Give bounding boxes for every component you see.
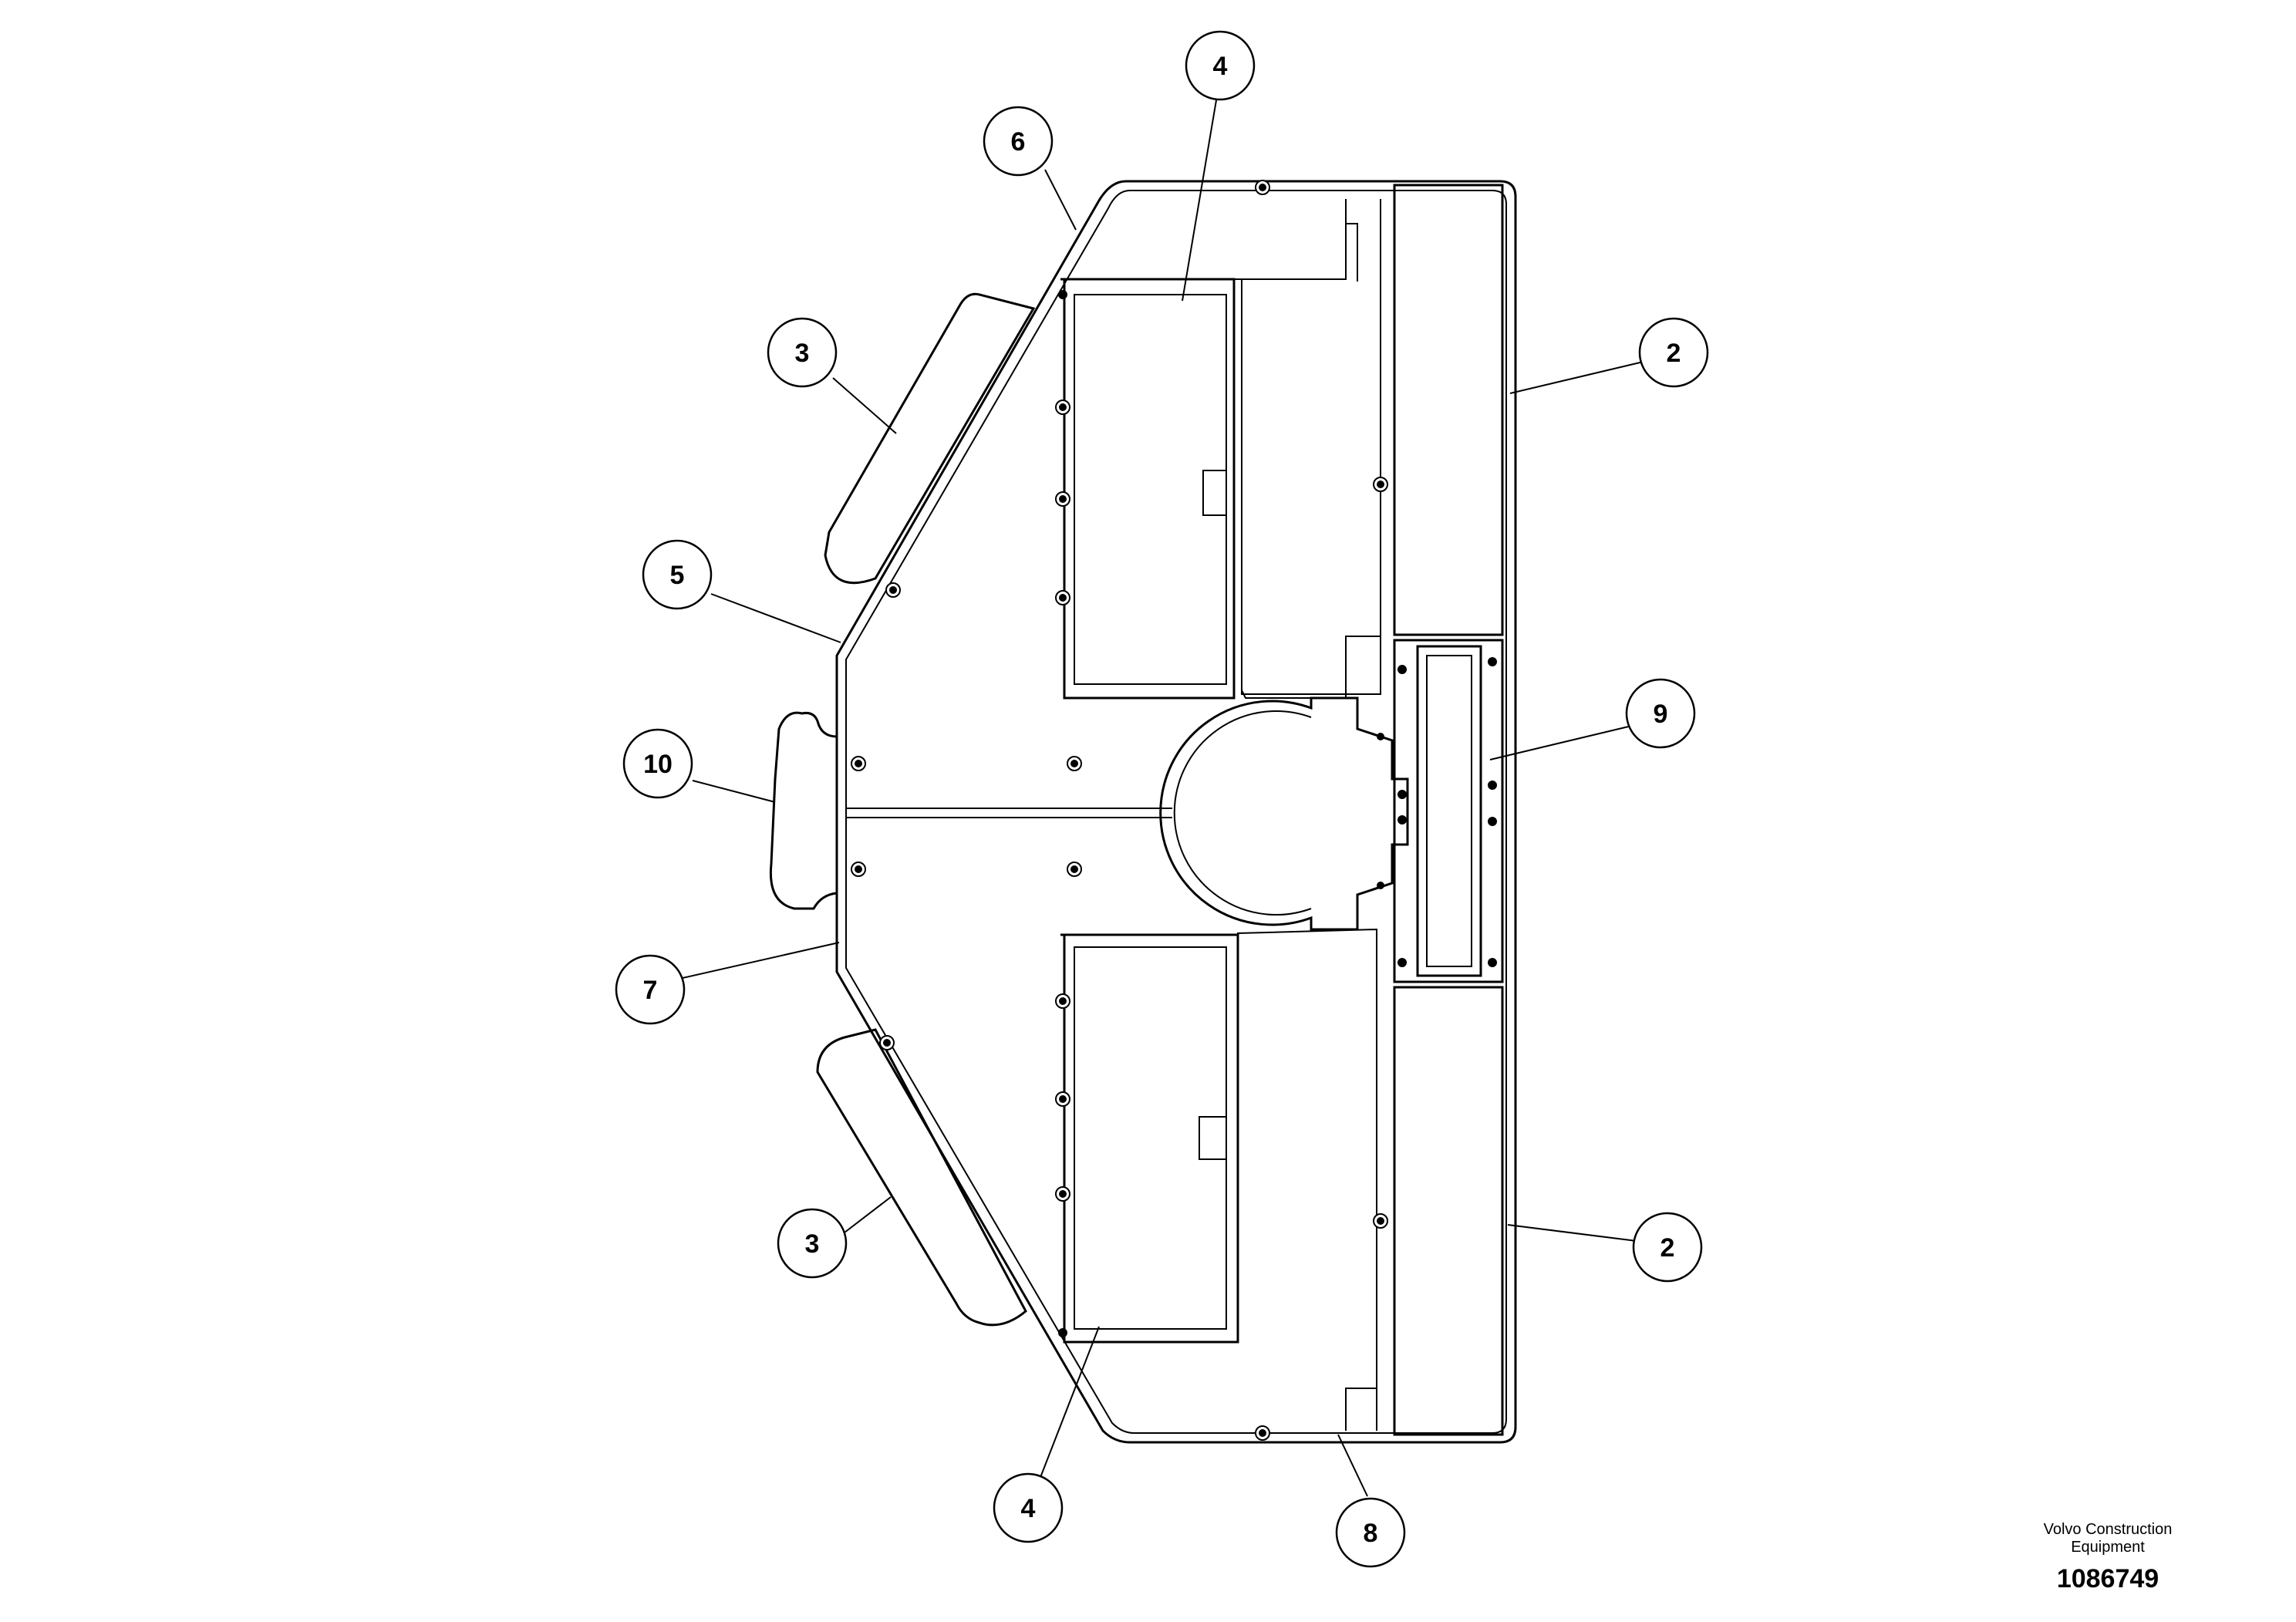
callout-label: 8 — [1364, 1519, 1378, 1548]
upper-cover — [1060, 278, 1236, 700]
callout-label: 2 — [1667, 339, 1681, 368]
callout-label: 9 — [1654, 700, 1668, 729]
callout-part-10: 10 — [622, 728, 693, 799]
callout-label: 4 — [1213, 52, 1228, 81]
lower-cover-notch — [1199, 1116, 1226, 1160]
upper-trim — [824, 292, 1036, 585]
upper-cover-notch — [1202, 470, 1226, 516]
lower-plate-step — [1345, 1388, 1377, 1431]
lower-cover-inner — [1074, 946, 1227, 1330]
callout-part-6: 6 — [983, 106, 1054, 177]
callout-part-7: 7 — [615, 954, 686, 1025]
callout-label: 4 — [1021, 1494, 1036, 1523]
centre-divider — [846, 808, 1172, 818]
left-handle — [769, 711, 838, 910]
callout-part-3-bottom: 3 — [777, 1208, 848, 1279]
callout-part-2-top: 2 — [1638, 317, 1709, 388]
round-hub — [1159, 696, 1409, 931]
lower-trim — [816, 1028, 1027, 1327]
callout-part-5: 5 — [642, 539, 713, 610]
callout-label: 3 — [805, 1229, 820, 1259]
leader-lines — [682, 99, 1647, 1497]
publisher-name-line1: Volvo Construction — [2043, 1521, 2173, 1538]
right-lower-panel — [1393, 986, 1504, 1436]
callout-part-9: 9 — [1625, 678, 1696, 749]
callout-label: 7 — [643, 976, 658, 1005]
upper-cover-inner — [1074, 294, 1227, 685]
callout-label: 2 — [1660, 1233, 1675, 1263]
callout-label: 6 — [1011, 127, 1026, 157]
round-hub-inner — [1173, 710, 1312, 916]
upper-plate-right — [1242, 199, 1347, 280]
lower-cover — [1060, 933, 1239, 1344]
outer-frame — [835, 180, 1517, 1444]
lower-plate — [1237, 928, 1377, 1431]
right-centre-panel-inner — [1426, 655, 1472, 967]
right-upper-panel — [1393, 184, 1504, 636]
panel-assembly — [769, 180, 1517, 1444]
right-centre-frame — [1393, 639, 1504, 983]
document-number: 1086749 — [2056, 1564, 2159, 1593]
callout-label: 5 — [670, 561, 685, 590]
callout-part-4-bottom: 4 — [993, 1472, 1064, 1543]
publisher-block: Volvo Construction Equipment 1086749 — [1984, 1521, 2231, 1594]
callouts: 4 6 3 2 5 9 10 7 — [615, 30, 1709, 1568]
upper-plate-main — [1241, 199, 1381, 695]
upper-plate-step — [1345, 199, 1358, 282]
upper-plate — [1068, 278, 1381, 699]
callout-part-2-bottom: 2 — [1632, 1212, 1703, 1283]
callout-part-4-top: 4 — [1185, 30, 1256, 101]
callout-label: 10 — [643, 750, 673, 779]
fasteners — [851, 180, 1497, 1441]
callout-label: 3 — [795, 339, 810, 368]
callout-part-8: 8 — [1335, 1497, 1406, 1568]
callout-part-3-top: 3 — [767, 317, 838, 388]
outer-frame-inner — [845, 190, 1507, 1434]
right-centre-panel — [1416, 645, 1482, 977]
publisher-name-line2: Equipment — [2071, 1539, 2145, 1556]
